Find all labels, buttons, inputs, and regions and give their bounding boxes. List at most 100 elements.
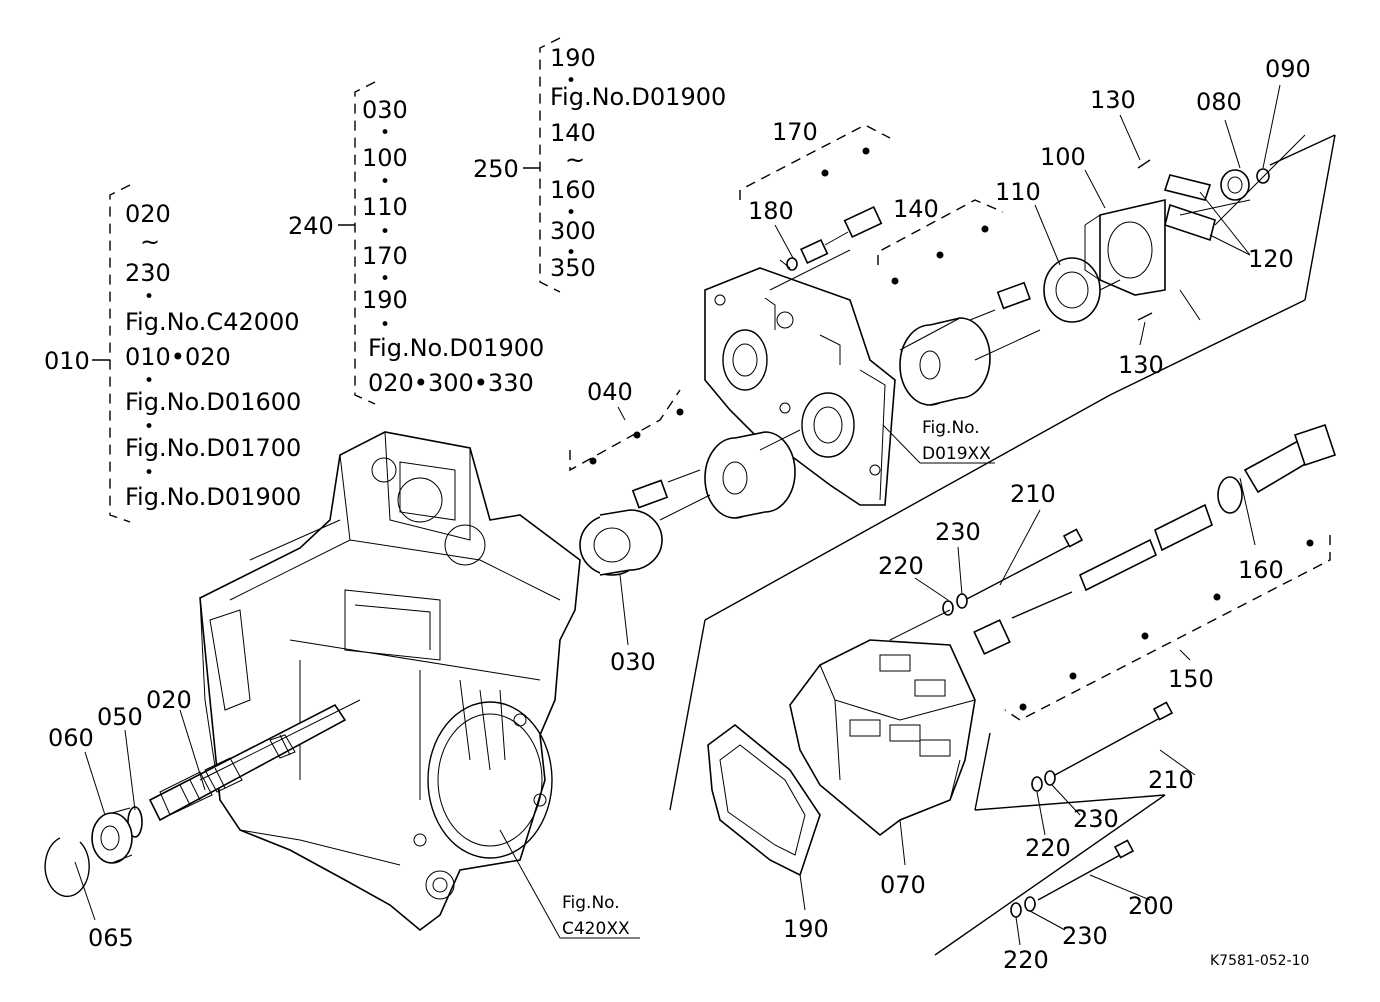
valve-parts-150 xyxy=(973,423,1337,655)
assembly-guides xyxy=(199,124,1336,956)
swashplate-100 xyxy=(1084,198,1166,296)
label-220-lower: 220 xyxy=(1003,946,1049,974)
label-220-middle: 220 xyxy=(1025,834,1071,862)
screw-130-upper xyxy=(1137,159,1151,169)
group-240-line: 030 xyxy=(362,96,408,124)
group-010-line: Fig.No.D01700 xyxy=(125,434,301,462)
group-250-line: ~ xyxy=(565,146,585,174)
piston-parts-040 xyxy=(631,469,701,509)
label-230-lower: 230 xyxy=(1062,922,1108,950)
bracket-240 xyxy=(354,81,376,405)
label-110: 110 xyxy=(995,178,1041,206)
leader-lines xyxy=(74,84,1281,946)
group-250-line: 350 xyxy=(550,254,596,282)
bracket-250 xyxy=(539,37,561,293)
group-250-line: 140 xyxy=(550,119,596,147)
label-120: 120 xyxy=(1248,245,1294,273)
cylinder-block-right xyxy=(899,317,991,406)
label-240: 240 xyxy=(288,212,334,240)
bushing-080 xyxy=(1220,169,1250,201)
label-170: 170 xyxy=(772,118,818,146)
group-250-line: 190 xyxy=(550,44,596,72)
cylinder-block-left xyxy=(704,431,796,519)
group-250-line: • xyxy=(566,243,576,263)
group-240-line: 170 xyxy=(362,242,408,270)
group-240-line: • xyxy=(380,172,390,192)
group-240: 240 030 • 100 • 110 • 170 • 190 • Fig.No… xyxy=(288,81,544,405)
label-050: 050 xyxy=(97,703,143,731)
group-010-line: 010•020 xyxy=(125,343,231,371)
label-070: 070 xyxy=(880,871,926,899)
drawing-number: K7581-052-10 xyxy=(1210,953,1309,969)
guides-120 xyxy=(1163,174,1216,242)
label-230-middle: 230 xyxy=(1073,805,1119,833)
washers-middle xyxy=(1031,770,1056,792)
ref-c420xx[interactable]: Fig.No. C420XX xyxy=(562,893,630,939)
ref-d019xx-line1: Fig.No. xyxy=(922,418,980,438)
group-240-line: 110 xyxy=(362,193,408,221)
group-010-line: • xyxy=(144,417,154,437)
part-labels: 020 030 040 050 060 065 070 080 090 100 … xyxy=(48,55,1311,974)
group-250-line: 300 xyxy=(550,217,596,245)
group-250-line: • xyxy=(566,71,576,91)
label-100: 100 xyxy=(1040,143,1086,171)
bearing-030 xyxy=(579,509,663,576)
label-220-upper: 220 xyxy=(878,552,924,580)
parts-170-180 xyxy=(786,206,883,271)
valve-body-070 xyxy=(789,639,976,837)
label-150: 150 xyxy=(1168,665,1214,693)
bolt-210-lower xyxy=(1054,701,1174,776)
label-030: 030 xyxy=(610,648,656,676)
piston-parts-140 xyxy=(969,281,1031,321)
group-240-line: • xyxy=(380,315,390,335)
group-010-line: • xyxy=(144,371,154,391)
group-010-line: 230 xyxy=(125,259,171,287)
bolt-200 xyxy=(1037,839,1135,901)
label-065: 065 xyxy=(88,924,134,952)
group-240-line: • xyxy=(380,222,390,242)
bolt-210-upper xyxy=(964,528,1084,601)
group-010-line: 020 xyxy=(125,200,171,228)
center-plate xyxy=(704,267,896,506)
group-250-line: 160 xyxy=(550,176,596,204)
label-210-lower: 210 xyxy=(1148,766,1194,794)
group-240-line: • xyxy=(380,123,390,143)
group-010-line: ~ xyxy=(140,228,160,256)
label-090: 090 xyxy=(1265,55,1311,83)
label-080: 080 xyxy=(1196,88,1242,116)
snap-ring-065 xyxy=(44,837,90,898)
label-180: 180 xyxy=(748,197,794,225)
group-010-line: Fig.No.D01900 xyxy=(125,483,301,511)
label-060: 060 xyxy=(48,724,94,752)
label-130-upper: 130 xyxy=(1090,86,1136,114)
group-010-line: Fig.No.C42000 xyxy=(125,308,300,336)
label-140: 140 xyxy=(893,195,939,223)
label-040: 040 xyxy=(587,378,633,406)
ref-d019xx[interactable]: Fig.No. D019XX xyxy=(922,418,991,464)
label-210-upper: 210 xyxy=(1010,480,1056,508)
group-240-line: • xyxy=(380,269,390,289)
group-240-line: 020•300•330 xyxy=(368,369,534,397)
ref-c420xx-line2: C420XX xyxy=(562,919,630,939)
bearing-060 xyxy=(91,807,133,864)
label-010: 010 xyxy=(44,347,90,375)
label-020: 020 xyxy=(146,686,192,714)
washers-upper xyxy=(942,593,968,616)
group-010-line: Fig.No.D01600 xyxy=(125,388,301,416)
group-250-line: • xyxy=(566,203,576,223)
group-240-line: 100 xyxy=(362,144,408,172)
label-250: 250 xyxy=(473,155,519,183)
ref-c420xx-line1: Fig.No. xyxy=(562,893,620,913)
group-250: 250 190 • Fig.No.D01900 140 ~ 160 • 300 … xyxy=(473,37,726,293)
label-230-upper: 230 xyxy=(935,518,981,546)
screw-130-lower xyxy=(1137,312,1153,321)
group-240-line: Fig.No.D01900 xyxy=(368,334,544,362)
label-200: 200 xyxy=(1128,892,1174,920)
label-160: 160 xyxy=(1238,556,1284,584)
assembly-dots xyxy=(589,147,1314,711)
washers-lower xyxy=(1010,896,1036,918)
ref-d019xx-line2: D019XX xyxy=(922,444,991,464)
group-010-line: • xyxy=(144,287,154,307)
label-130-lower: 130 xyxy=(1118,351,1164,379)
